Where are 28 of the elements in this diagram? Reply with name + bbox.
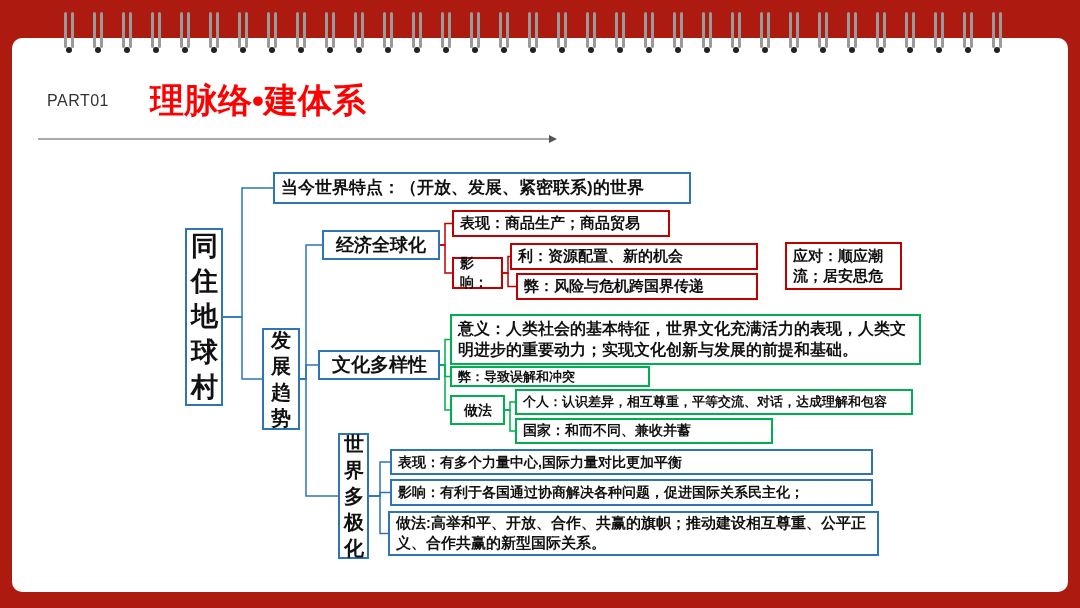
topic-box: 表现：有多个力量中心,国际力量对比更加平衡	[390, 449, 873, 475]
topic-box: 当今世界特点：（开放、发展、紧密联系)的世界	[273, 172, 691, 204]
topic-box: 做法:高举和平、开放、合作、共赢的旗帜；推动建设相互尊重、公平正义、合作共赢的新型国际关系。	[388, 511, 879, 556]
vertical-topic-box: 同住地球村	[185, 228, 223, 406]
topic-box: 经济全球化	[322, 230, 440, 260]
bracket-connector	[439, 364, 451, 411]
topic-box: 表现：商品生产；商品贸易	[452, 210, 670, 237]
vertical-topic-box: 世界多极化	[338, 433, 369, 559]
topic-box: 影响：	[452, 257, 503, 289]
bracket-connector	[502, 272, 517, 288]
topic-box: 做法	[450, 395, 505, 425]
section-label: PART01	[47, 92, 109, 110]
topic-box: 国家：和而不同、兼收并蓄	[515, 418, 773, 444]
topic-box: 弊：导致误解和冲突	[450, 366, 650, 387]
bracket-connector	[504, 409, 516, 432]
vertical-topic-box: 发展趋势	[262, 328, 300, 430]
topic-box: 弊：风险与危机跨国界传递	[516, 273, 758, 300]
topic-box: 个人：认识差异，相互尊重，平等交流、对话，达成理解和包容	[515, 389, 913, 415]
topic-box: 意义：人类社会的基本特征，世界文化充满活力的表现，人类文明进步的重要动力；实现文化创新与发展的前提和基础。	[450, 314, 921, 365]
bracket-connector	[299, 378, 339, 497]
bracket-connector	[222, 316, 263, 380]
bracket-connector	[368, 495, 389, 535]
topic-box: 影响：有利于各国通过协商解决各种问题，促进国际关系民主化；	[390, 479, 873, 506]
bracket-connector	[439, 244, 453, 274]
topic-box: 文化多样性	[318, 350, 440, 380]
slide-title: 理脉络•建体系	[150, 80, 366, 121]
topic-box: 应对：顺应潮流；居安思危	[785, 242, 902, 290]
topic-box: 利：资源配置、新的机会	[510, 243, 758, 270]
